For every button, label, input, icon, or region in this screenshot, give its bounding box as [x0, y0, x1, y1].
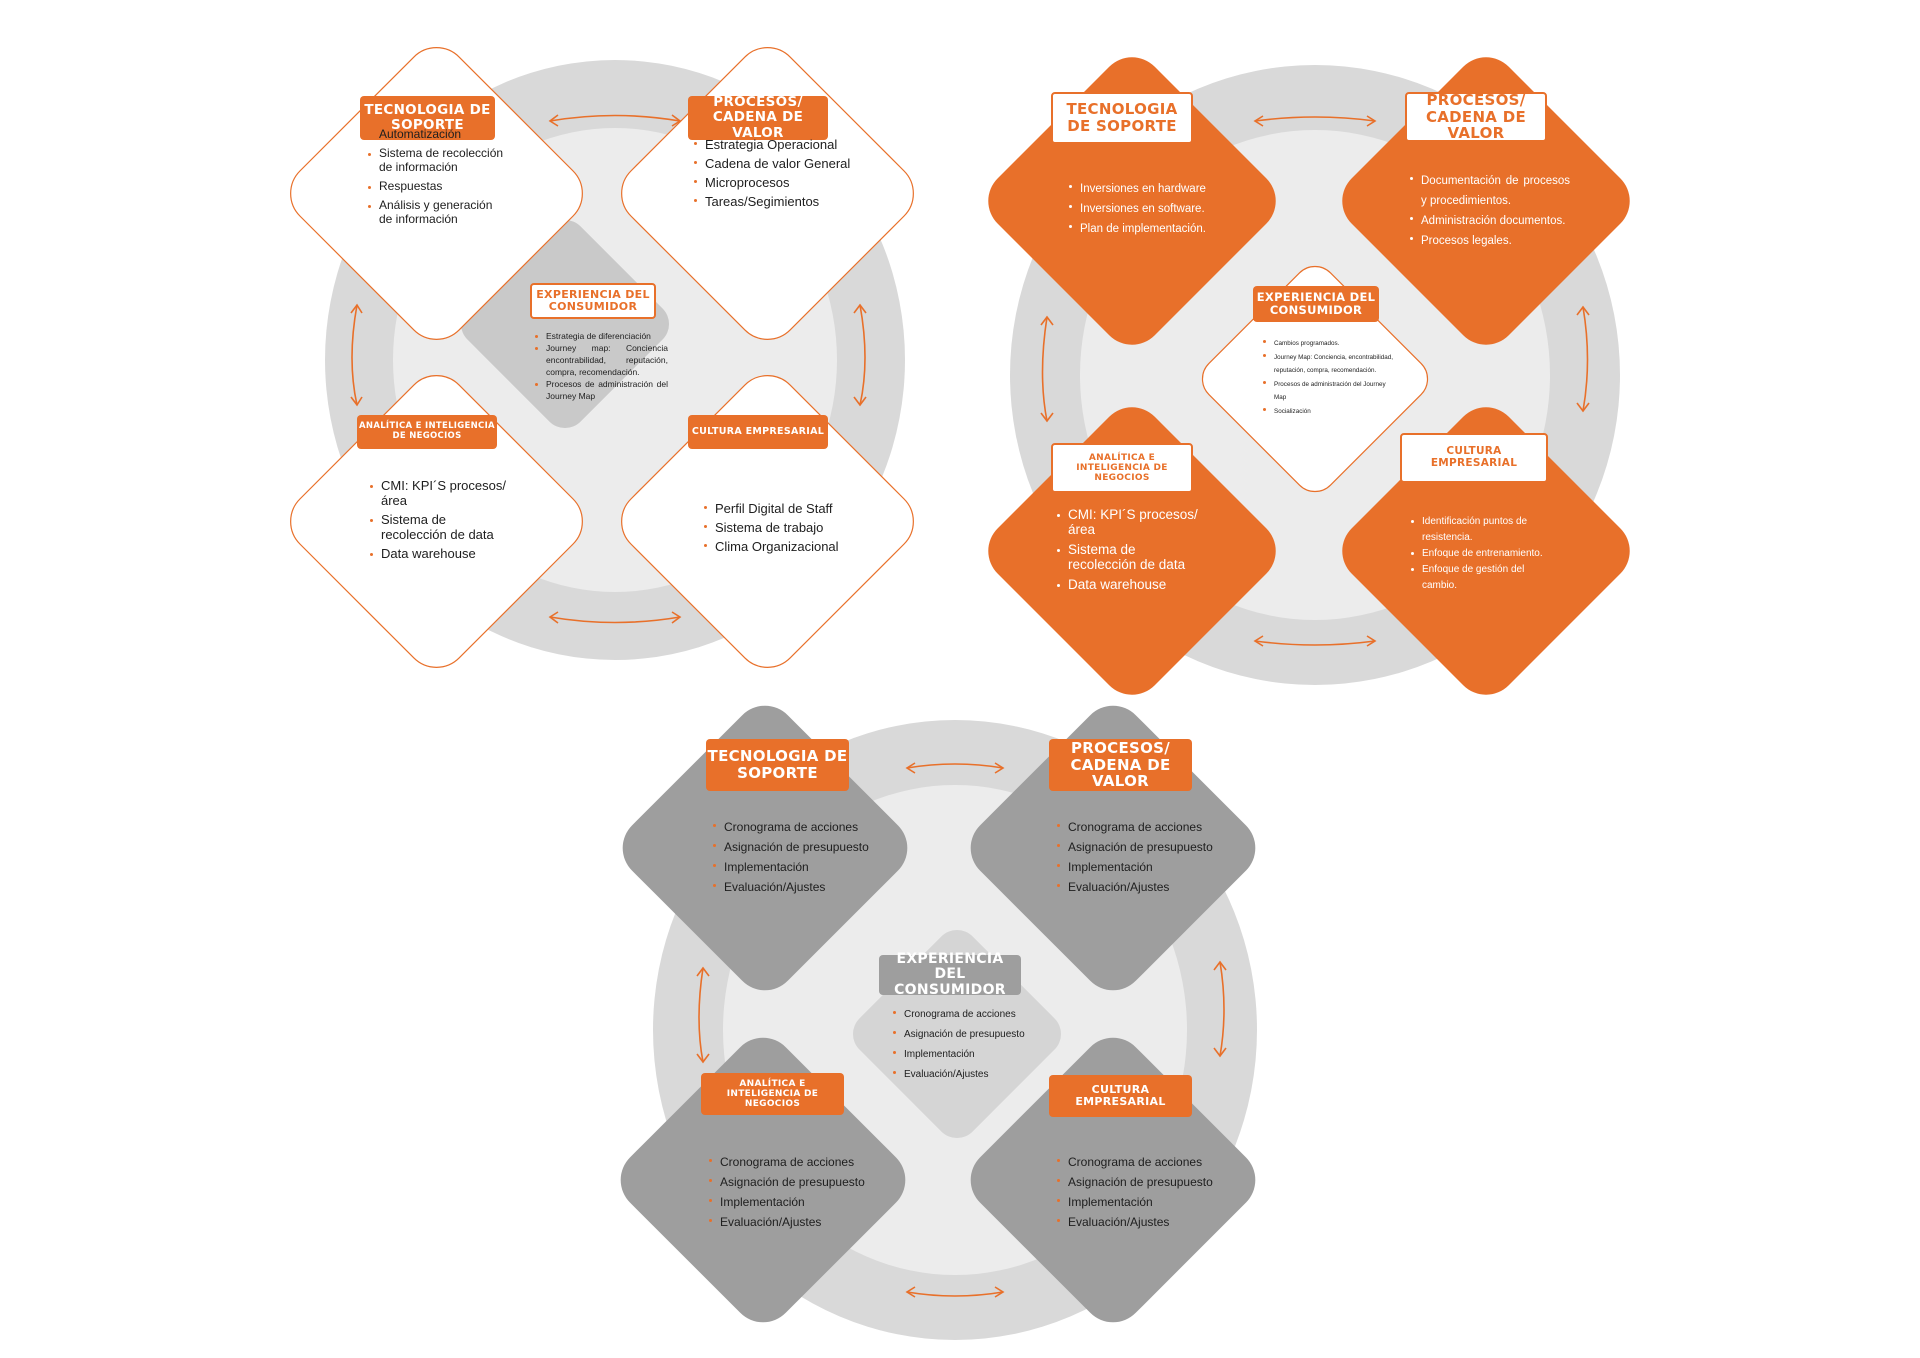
list-item: Evaluación/Ajustes: [1057, 1212, 1217, 1232]
procesos-list: Documentación de procesos y procedimient…: [1410, 171, 1570, 251]
list-item: Identificación puntos de resistencia.: [1411, 514, 1551, 546]
analitica-list: Cronograma de acciones Asignación de pre…: [709, 1152, 869, 1232]
analitica-list: CMI: KPI´S procesos/área Sistema de reco…: [370, 478, 510, 561]
list-item: Sistema de trabajo: [704, 518, 854, 537]
tecnologia-list: Inversiones en hardware Inversiones en s…: [1069, 179, 1229, 239]
list-item: Evaluación/Ajustes: [893, 1065, 1028, 1085]
list-item: Administración documentos.: [1410, 211, 1570, 231]
list-item: Sistema de recolección de data: [370, 512, 510, 542]
list-item: Cambios programados.: [1263, 337, 1395, 351]
list-item: Socialización: [1263, 405, 1395, 419]
list-item: Implementación: [713, 857, 873, 877]
list-item: Sistema de recolección de data: [1057, 542, 1202, 572]
procesos-list: Cronograma de acciones Asignación de pre…: [1057, 817, 1217, 897]
list-item: Respuestas: [368, 179, 506, 193]
experiencia-header: EXPERIENCIA DEL CONSUMIDOR: [1253, 286, 1379, 322]
cultura-list: Perfil Digital de Staff Sistema de traba…: [704, 499, 854, 556]
list-item: Automatización: [368, 127, 506, 141]
list-item: Procesos de administración del Journey M…: [1263, 378, 1395, 405]
list-item: Journey Map: Conciencia, encontrabilidad…: [1263, 351, 1395, 378]
cultura-header: CULTURA EMPRESARIAL: [1049, 1075, 1192, 1117]
list-item: Clima Organizacional: [704, 537, 854, 556]
list-item: Sistema de recolección de información: [368, 146, 506, 174]
experiencia-list: Cambios programados. Journey Map: Concie…: [1263, 337, 1395, 418]
list-item: Perfil Digital de Staff: [704, 499, 854, 518]
procesos-header: PROCESOS/ CADENA DE VALOR: [688, 95, 828, 140]
list-item: Plan de implementación.: [1069, 219, 1229, 239]
cultura-list: Cronograma de acciones Asignación de pre…: [1057, 1152, 1217, 1232]
list-item: Cronograma de acciones: [709, 1152, 869, 1172]
tecnologia-list: Automatización Sistema de recolección de…: [368, 127, 506, 226]
list-item: Enfoque de entrenamiento.: [1411, 546, 1551, 562]
procesos-header: PROCESOS/ CADENA DE VALOR: [1405, 91, 1547, 142]
list-item: Tareas/Segimientos: [694, 192, 854, 211]
procesos-header: PROCESOS/ CADENA DE VALOR: [1049, 739, 1192, 791]
tecnologia-header: TECNOLOGIA DE SOPORTE: [706, 739, 849, 791]
list-item: Enfoque de gestión del cambio.: [1411, 562, 1551, 594]
list-item: Inversiones en software.: [1069, 199, 1229, 219]
list-item: Asignación de presupuesto: [709, 1172, 869, 1192]
list-item: Cronograma de acciones: [1057, 817, 1217, 837]
list-item: Asignación de presupuesto: [893, 1025, 1028, 1045]
list-item: Cadena de valor General: [694, 154, 854, 173]
list-item: Cronograma de acciones: [713, 817, 873, 837]
list-item: Data warehouse: [370, 546, 510, 561]
list-item: CMI: KPI´S procesos/área: [370, 478, 510, 508]
experiencia-list: Cronograma de acciones Asignación de pre…: [893, 1005, 1028, 1085]
list-item: Evaluación/Ajustes: [1057, 877, 1217, 897]
experiencia-list: Estrategia de diferenciación Journey map…: [535, 330, 668, 402]
list-item: Estrategia Operacional: [694, 135, 854, 154]
experiencia-header: EXPERIENCIA DEL CONSUMIDOR: [530, 283, 656, 319]
list-item: Implementación: [1057, 857, 1217, 877]
list-item: Implementación: [709, 1192, 869, 1212]
list-item: Cronograma de acciones: [893, 1005, 1028, 1025]
diagram-1: TECNOLOGIA DE SOPORTE Automatización Sis…: [290, 47, 930, 675]
list-item: Asignación de presupuesto: [1057, 837, 1217, 857]
tecnologia-header: TECNOLOGIA DE SOPORTE: [1051, 92, 1193, 144]
list-item: Cronograma de acciones: [1057, 1152, 1217, 1172]
cultura-header: CULTURA EMPRESARIAL: [1400, 433, 1548, 483]
list-item: CMI: KPI´S procesos/área: [1057, 507, 1202, 537]
procesos-list: Estrategia Operacional Cadena de valor G…: [694, 135, 854, 211]
list-item: Análisis y generación de información: [368, 198, 506, 226]
analitica-list: CMI: KPI´S procesos/área Sistema de reco…: [1057, 507, 1202, 592]
list-item: Inversiones en hardware: [1069, 179, 1229, 199]
list-item: Estrategia de diferenciación: [535, 330, 668, 342]
list-item: Microprocesos: [694, 173, 854, 192]
list-item: Procesos de administración del Journey M…: [535, 378, 668, 402]
analitica-header: ANALÍTICA E INTELIGENCIA DE NEGOCIOS: [357, 415, 497, 449]
tecnologia-list: Cronograma de acciones Asignación de pre…: [713, 817, 873, 897]
cultura-header: CULTURA EMPRESARIAL: [688, 415, 828, 449]
analitica-header: ANALÍTICA E INTELIGENCIA DE NEGOCIOS: [1051, 443, 1193, 493]
diagram-3: TECNOLOGIA DE SOPORTE Cronograma de acci…: [620, 700, 1285, 1350]
experiencia-header: EXPERIENCIA DEL CONSUMIDOR: [879, 951, 1021, 998]
list-item: Evaluación/Ajustes: [709, 1212, 869, 1232]
list-item: Documentación de procesos y procedimient…: [1410, 171, 1570, 211]
list-item: Journey map: Conciencia encontrabilidad,…: [535, 342, 668, 378]
analitica-header: ANALÍTICA E INTELIGENCIA DE NEGOCIOS: [701, 1073, 844, 1115]
list-item: Implementación: [893, 1045, 1028, 1065]
list-item: Asignación de presupuesto: [1057, 1172, 1217, 1192]
list-item: Implementación: [1057, 1192, 1217, 1212]
diagram-2: TECNOLOGIA DE SOPORTE Inversiones en har…: [988, 55, 1635, 700]
list-item: Data warehouse: [1057, 577, 1202, 592]
cultura-list: Identificación puntos de resistencia. En…: [1411, 514, 1551, 594]
list-item: Evaluación/Ajustes: [713, 877, 873, 897]
tecnologia-header: TECNOLOGIA DE SOPORTE: [360, 96, 495, 140]
list-item: Procesos legales.: [1410, 231, 1570, 251]
list-item: Asignación de presupuesto: [713, 837, 873, 857]
diagram-2-background: [988, 57, 1630, 695]
